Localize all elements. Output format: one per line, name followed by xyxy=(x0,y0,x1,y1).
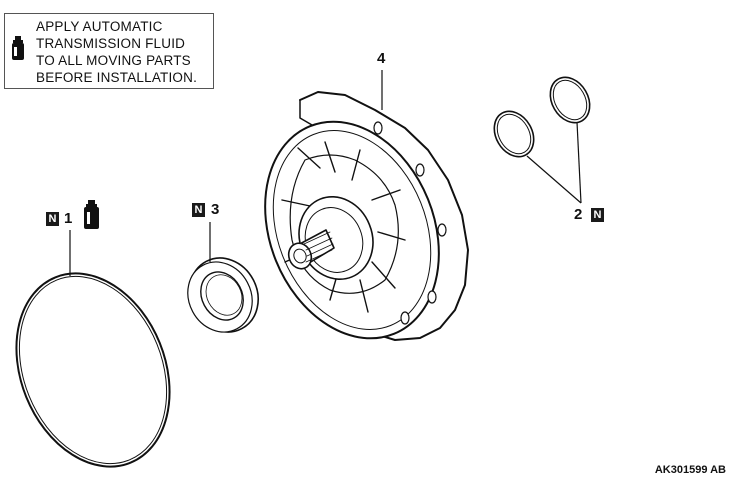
fluid-bottle-icon xyxy=(12,36,24,60)
leader-line-2b xyxy=(576,121,582,204)
new-part-n-icon: N xyxy=(591,208,604,222)
figure-id: AK301599 AB xyxy=(654,464,726,476)
note-line: TRANSMISSION FLUID xyxy=(36,36,186,51)
new-part-n-icon: N xyxy=(46,212,59,226)
callout-part-3: 3 xyxy=(211,201,220,218)
oil-seal xyxy=(187,257,259,333)
installation-note: APPLY AUTOMATIC TRANSMISSION FLUID TO AL… xyxy=(36,18,197,86)
note-box xyxy=(4,13,214,89)
callout-part-4: 4 xyxy=(377,50,386,67)
leader-line-2a xyxy=(526,155,582,204)
new-part-n-icon: N xyxy=(192,203,205,217)
large-o-ring xyxy=(15,272,171,468)
note-line: APPLY AUTOMATIC xyxy=(36,19,163,34)
callout-part-1: 1 xyxy=(64,210,73,227)
seal-rings xyxy=(493,76,591,158)
oil-pump-assembly xyxy=(264,91,469,341)
fluid-bottle-icon xyxy=(84,200,99,229)
note-line: TO ALL MOVING PARTS xyxy=(36,53,191,68)
callout-part-2: 2 xyxy=(574,206,583,223)
note-line: BEFORE INSTALLATION. xyxy=(36,70,198,85)
